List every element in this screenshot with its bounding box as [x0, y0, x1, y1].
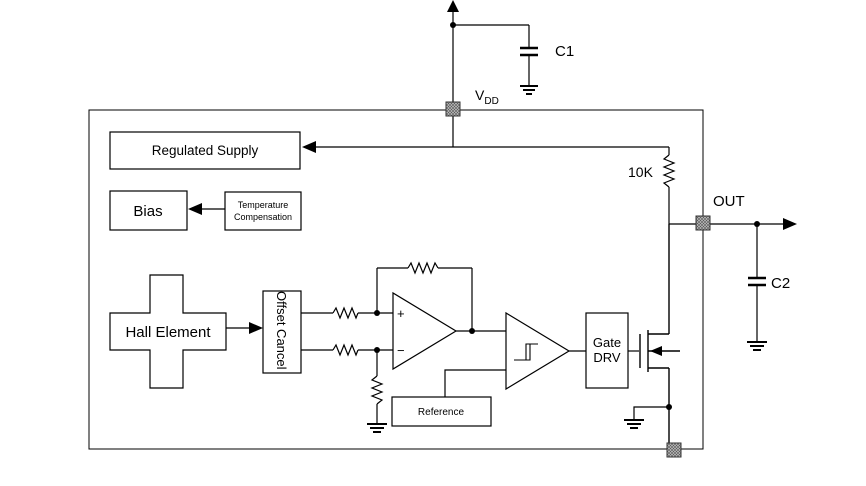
opamp-minus-label: − [397, 343, 405, 358]
vdd-supply-line [312, 10, 530, 148]
bias-block [109, 190, 188, 231]
out-label: OUT [713, 193, 745, 210]
c1-ground-icon [520, 85, 538, 95]
vdd-pad-icon [445, 101, 461, 117]
pullup-wires [453, 146, 785, 342]
junction-minus [374, 347, 380, 353]
out-pad-icon [695, 215, 711, 231]
temperature-label: Temperature [238, 200, 289, 210]
r10k-label: 10K [628, 164, 654, 180]
source-ground-icon [624, 419, 644, 429]
vdd-label: VDD [475, 87, 499, 107]
opamp-plus-label: + [397, 306, 405, 321]
vdd-junction [450, 22, 456, 28]
feedback-resistor-icon [407, 261, 439, 275]
schmitt-trigger-icon [514, 343, 538, 361]
out-arrow-icon [783, 218, 797, 230]
chip-boundary [88, 109, 704, 450]
bias-label: Bias [133, 203, 162, 220]
regulated-supply-block [109, 131, 301, 170]
offset-cancel-block [262, 290, 302, 374]
source-ground-wire [633, 406, 669, 420]
regulated-supply-label: Regulated Supply [152, 143, 259, 158]
input-resistor-top-icon [332, 306, 359, 320]
reference-block [391, 396, 492, 427]
c2-ground-icon [747, 341, 767, 351]
gnd-pad-icon [666, 442, 682, 458]
c1-label: C1 [555, 43, 574, 60]
gate-label: Gate [593, 335, 621, 350]
compensation-label: Compensation [234, 212, 292, 222]
c2-capacitor-icon [748, 276, 766, 287]
c1-capacitor-icon [520, 46, 538, 57]
mosfet-arrow-icon [650, 346, 662, 356]
hall-element-block [109, 274, 227, 389]
mosfet-icon [639, 224, 680, 450]
temperature-compensation-block [224, 191, 302, 231]
junction-plus [374, 310, 380, 316]
vdd-arrow-icon [447, 0, 459, 12]
offset-cancel-label: Offset Cancel [274, 291, 289, 370]
drv-label: DRV [593, 350, 621, 365]
source-junction [666, 404, 672, 410]
hall-arrow-icon [249, 322, 263, 334]
ground-resistor-icon [370, 375, 384, 405]
out-junction [754, 221, 760, 227]
reference-label: Reference [418, 407, 465, 418]
bias-arrow-icon [188, 203, 202, 215]
junction-amp-out [469, 328, 475, 334]
c2-label: C2 [771, 275, 790, 292]
amp-ground-icon [367, 423, 387, 433]
input-resistor-bottom-icon [332, 343, 359, 357]
supply-arrow-icon [302, 141, 316, 153]
reference-wire [444, 369, 506, 397]
pullup-resistor-icon [662, 154, 676, 188]
hall-element-label: Hall Element [125, 324, 211, 341]
comparator-icon [505, 311, 571, 391]
gate-driver-block [585, 312, 629, 389]
opamp-icon [392, 291, 458, 371]
